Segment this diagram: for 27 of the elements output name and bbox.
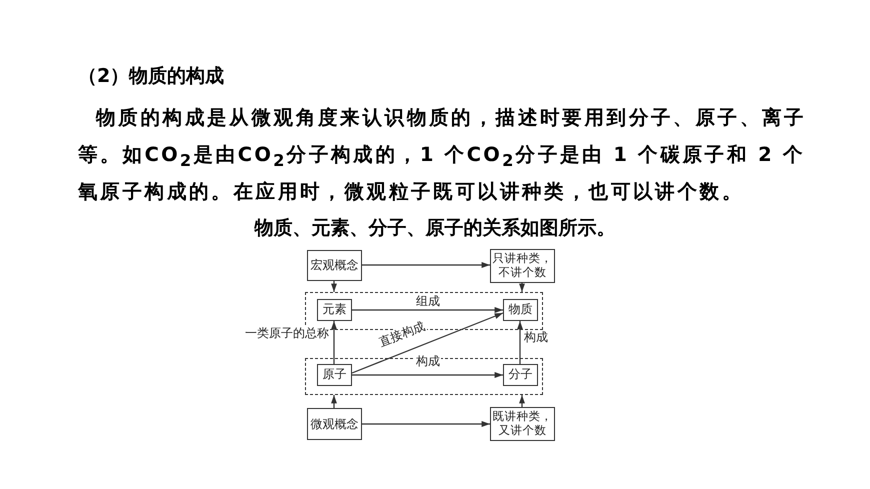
edge-label: 构成 xyxy=(523,330,549,344)
concept-box: 物质 xyxy=(502,298,538,321)
arrow xyxy=(331,281,337,292)
concept-box: 宏观概念 xyxy=(307,250,362,281)
concept-box: 既讲种类，又讲个数 xyxy=(490,407,555,441)
arrow xyxy=(519,283,525,292)
paragraph: 物质的构成是从微观角度来认识物质的，描述时要用到分子、原子、离子等。如CO$_{2}$是由CO$_{2}$分子构成的，1 个CO$_{2}$分子是由 1 个碳原子和 2 个氧原子构成的。在应用时，微观粒子既可以讲种类，也可以讲个数。 xyxy=(78,105,808,205)
arrow xyxy=(331,321,337,364)
concept-box: 微观概念 xyxy=(307,408,362,440)
arrow xyxy=(362,421,490,427)
arrow xyxy=(352,312,504,374)
arrow xyxy=(331,395,337,408)
arrow xyxy=(519,395,525,407)
concept-box: 原子 xyxy=(316,364,352,386)
concept-box: 元素 xyxy=(316,298,352,321)
edge-label: 一类原子的总称 xyxy=(244,326,330,340)
edge-label: 构成 xyxy=(415,354,441,368)
edge-label: 组成 xyxy=(415,294,441,308)
concept-box: 分子 xyxy=(502,364,538,386)
edge-label: 直接构成 xyxy=(376,318,428,350)
caption: 物质、元素、分子、原子的关系如图所示。 xyxy=(253,216,616,241)
arrow xyxy=(362,262,490,268)
concept-box: 只讲种类，不讲个数 xyxy=(490,249,555,283)
heading: （2）物质的构成 xyxy=(78,64,224,89)
arrow xyxy=(352,372,503,378)
arrow xyxy=(352,307,503,313)
arrow xyxy=(517,321,523,364)
